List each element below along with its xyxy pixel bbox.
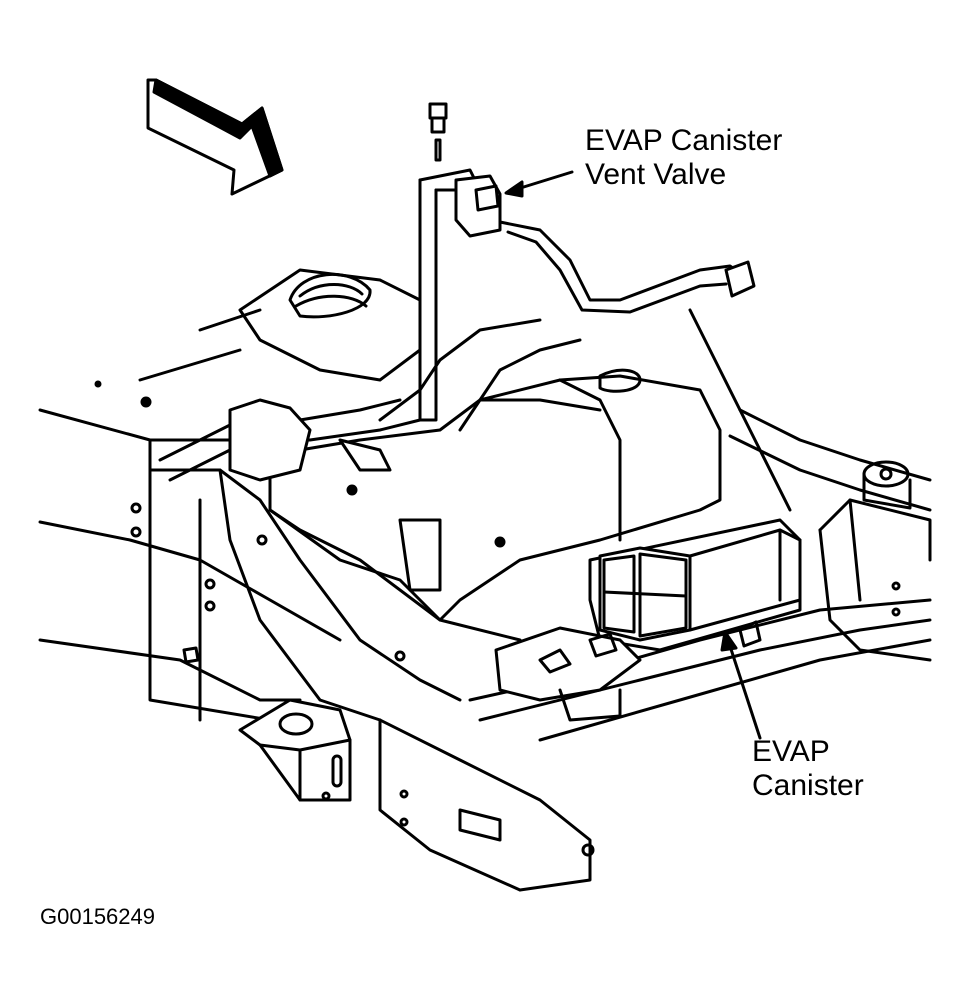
canister-label: EVAP Canister (752, 735, 864, 803)
fuel-tank (268, 318, 722, 642)
left-frame-rail (38, 408, 462, 722)
spare-tire-area (94, 268, 422, 408)
canister-label-line2: Canister (752, 769, 864, 802)
rear-frame-mount (238, 698, 595, 892)
vent-valve-label-line2: Vent Valve (585, 158, 727, 191)
vent-valve-leader (504, 170, 574, 198)
canister-leader (720, 630, 762, 740)
vent-valve-label: EVAP Canister Vent Valve (585, 124, 782, 192)
fuel-filler-hoses (158, 398, 422, 482)
evap-canister (588, 518, 802, 652)
canister-bracket (182, 620, 762, 722)
canister-label-line1: EVAP (752, 735, 830, 768)
evap-vent-valve (454, 174, 792, 512)
vent-valve-bracket (418, 102, 482, 422)
vent-valve-label-line1: EVAP Canister (585, 124, 783, 157)
figure-code: G00156249 (40, 904, 155, 929)
front-direction-arrow-icon (146, 78, 284, 196)
